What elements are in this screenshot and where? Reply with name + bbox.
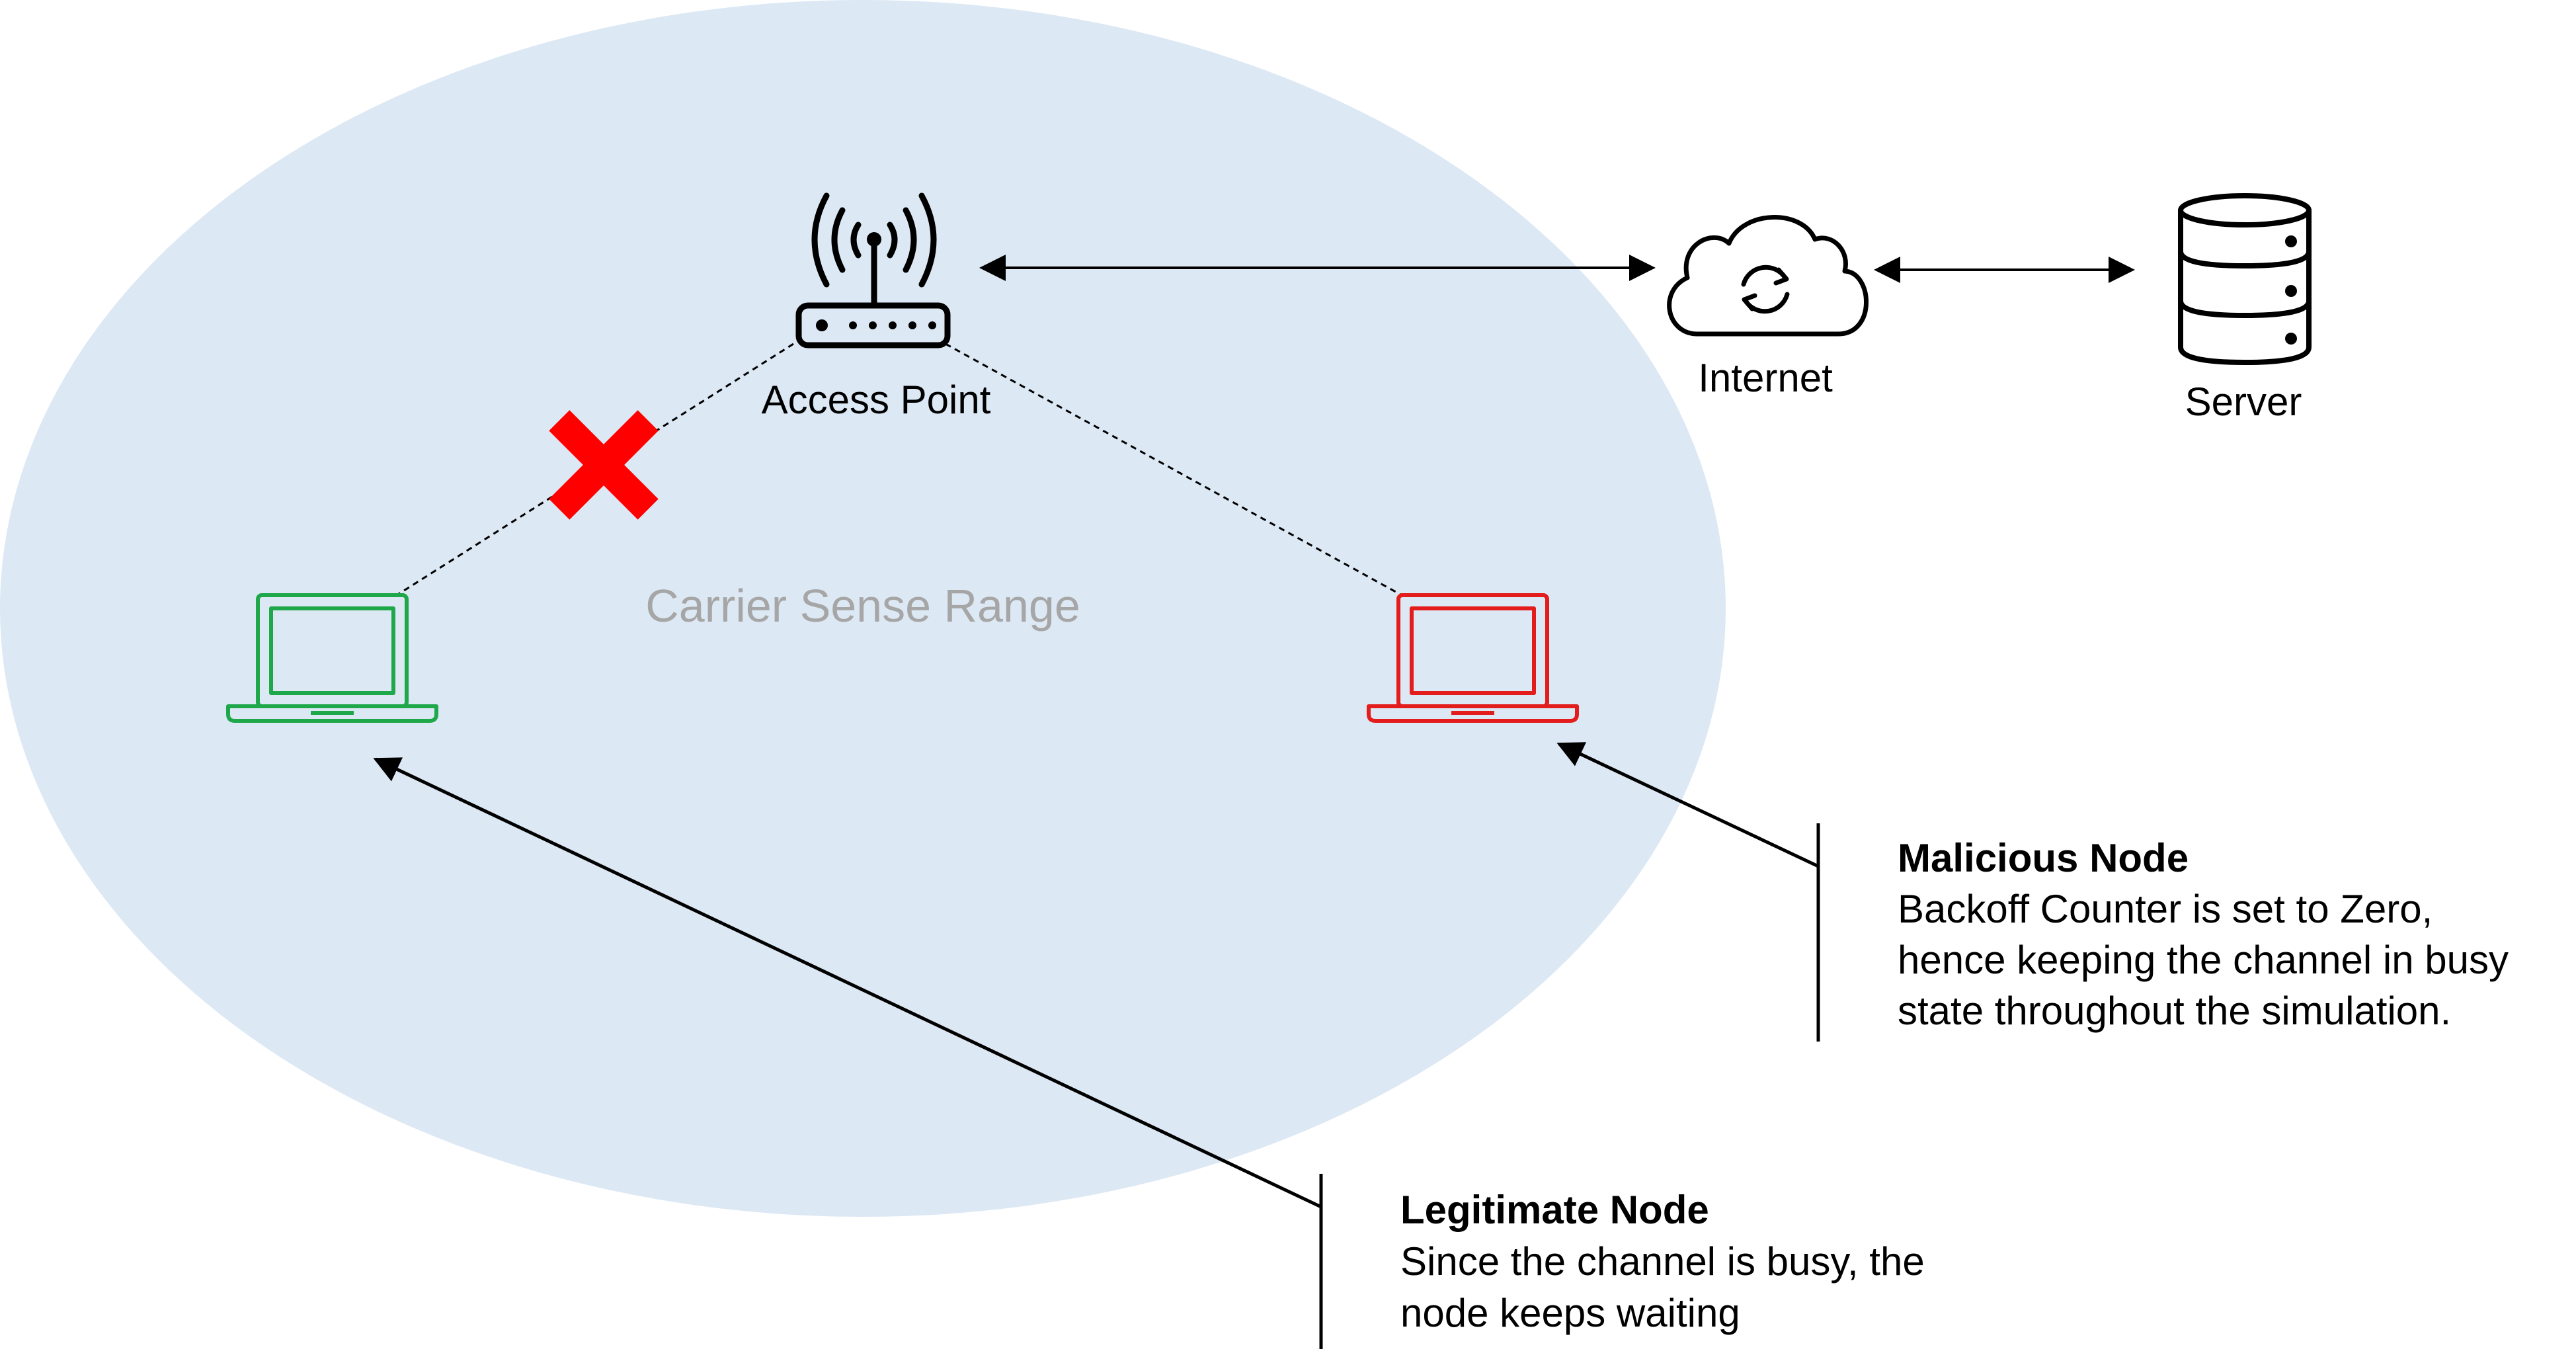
carrier-sense-range [0,0,1726,1217]
malicious-laptop-screen-inner [1410,606,1536,695]
server-divider-1 [2178,251,2312,269]
legitimate-node-desc-line-1: Since the channel is busy, the [1400,1239,1925,1284]
cloud-sync-icon [1667,215,1869,337]
signal-wave-right-2 [903,207,917,273]
router-led [816,319,828,331]
legit-callout-arrow [373,757,1322,1209]
server-top [2178,193,2312,227]
internet-label: Internet [1698,356,1833,400]
malicious-node-desc-line-2: hence keeping the channel in busy [1898,938,2509,982]
server-label: Server [2185,380,2302,424]
malicious-callout-arrow [1556,742,1820,868]
malicious-laptop-base [1367,704,1579,723]
server-led-2 [2285,285,2297,297]
sync-arrowhead-bottom [1742,293,1757,311]
cross-bar-2 [549,410,659,520]
wifi-router-icon [795,192,951,349]
malicious-node-title: Malicious Node [1898,836,2189,880]
laptop-icon [226,593,438,723]
cloud-outline [1667,215,1869,337]
router-port-1 [849,321,857,329]
router-port-2 [869,321,877,329]
sync-arrowhead-top [1773,267,1789,286]
signal-wave-left-1 [850,222,862,259]
wireless-link-malicious [945,343,1402,596]
carrier-sense-range-label: Carrier Sense Range [645,580,1080,632]
legit-laptop-base [226,704,438,723]
cross-icon [549,410,659,520]
antenna-tip [867,232,881,247]
server-led-1 [2285,235,2297,247]
malicious-node-desc-line-1: Backoff Counter is set to Zero, [1898,887,2433,931]
legit-laptop-screen-inner [269,606,395,695]
access-point-label: Access Point [762,378,991,422]
signal-wave-left-2 [831,207,846,273]
legitimate-node-title: Legitimate Node [1400,1188,1709,1232]
router-port-5 [928,321,936,329]
laptop-icon [1367,593,1579,723]
signal-wave-right-3 [918,192,937,288]
server-divider-2 [2178,300,2312,319]
database-server-icon [2178,193,2312,366]
signal-wave-right-1 [887,222,898,259]
server-body [2178,210,2312,366]
router-port-3 [889,321,897,329]
signal-wave-left-3 [811,192,830,288]
malicious-node-desc-line-3: state throughout the simulation. [1898,989,2451,1033]
server-led-3 [2285,333,2297,345]
legitimate-node-desc-line-2: node keeps waiting [1400,1291,1740,1335]
router-port-4 [908,321,916,329]
